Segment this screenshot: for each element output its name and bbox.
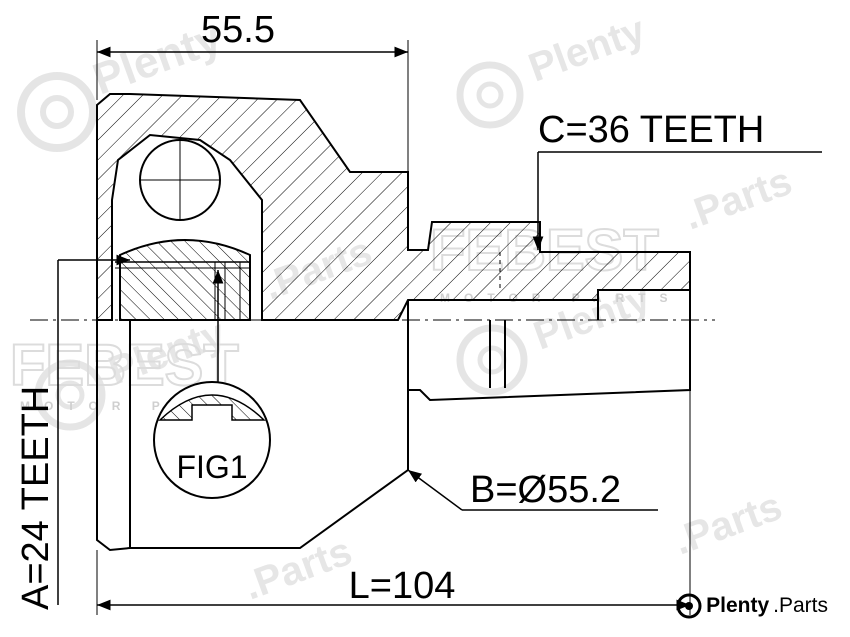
plenty-logo-icon (676, 593, 702, 619)
c-teeth-label: C=36 TEETH (538, 109, 764, 151)
plenty-parts-logo: Plenty.Parts (676, 593, 828, 619)
plenty-watermark-logo-icon (17, 61, 528, 431)
length-label: L=104 (349, 565, 456, 607)
parts-watermark-text: .Parts (668, 484, 788, 563)
inner-race-section (119, 239, 251, 321)
a-teeth-label: A=24 TEETH (15, 386, 57, 610)
dimension-55-5: 55.5 (96, 9, 409, 172)
dimension-a-teeth: A=24 TEETH (15, 254, 130, 610)
fig1-label: FIG1 (176, 449, 247, 485)
dimension-c-teeth: C=36 TEETH (532, 109, 822, 250)
parts-watermark-text: .Parts (238, 529, 358, 608)
dimension-length: L=104 (96, 390, 691, 615)
outer-race-section (96, 93, 691, 321)
brand-name: Plenty (706, 594, 770, 617)
brand-suffix: .Parts (773, 594, 828, 617)
plenty-watermark-text: Plenty (523, 8, 652, 91)
dimension-b-diameter: B=Ø55.2 (407, 469, 658, 511)
parts-watermark-text: .Parts (678, 159, 798, 238)
dimension-55-5-label: 55.5 (201, 9, 275, 51)
fig1-detail: FIG1 (153, 270, 271, 499)
b-diameter-label: B=Ø55.2 (470, 469, 621, 511)
